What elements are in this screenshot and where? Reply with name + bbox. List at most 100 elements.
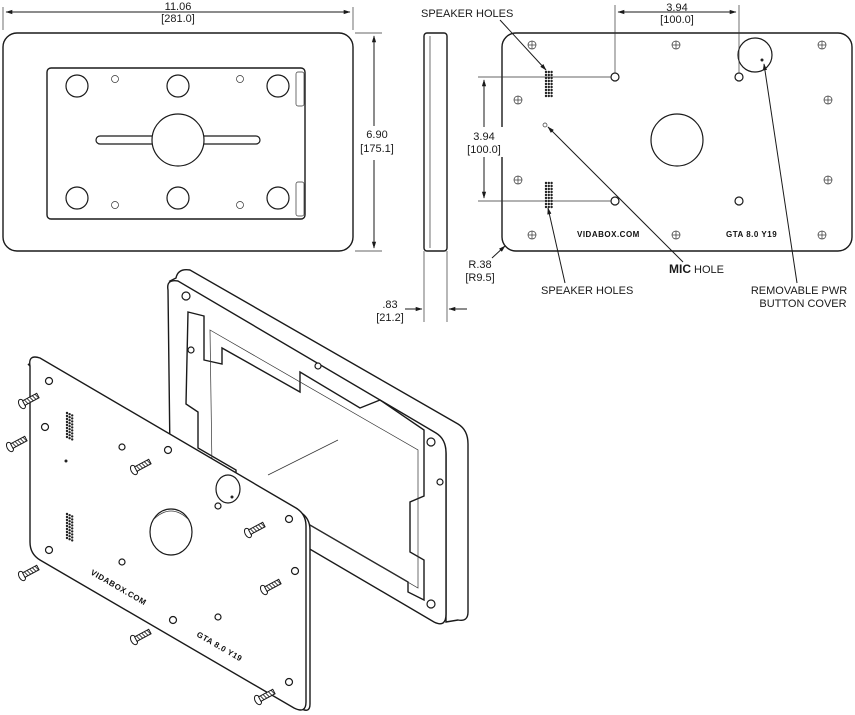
speaker-hole-dot: [71, 414, 74, 417]
speaker-hole-dot: [68, 431, 71, 434]
front-height-mm: [175.1]: [360, 143, 394, 155]
screw-icon: [17, 392, 40, 410]
speaker-hole-dot: [65, 417, 69, 421]
speaker-holes-bottom-leader: [547, 207, 566, 284]
back-brand-text: VIDABOX.COM: [577, 230, 640, 239]
back-speaker-holes-top: [544, 70, 553, 98]
front-hole-bl: [65, 186, 89, 210]
back-vertical-in: 3.94: [473, 131, 494, 143]
back-center-hole: [650, 113, 704, 167]
speaker-hole-dot: [550, 196, 553, 200]
speaker-hole-dot: [544, 76, 548, 80]
front-view: 11.06 [281.0] 6.90 [175.1]: [2, 1, 399, 252]
speaker-hole-dot: [71, 539, 74, 542]
back-radius-in: R.38: [468, 259, 491, 271]
front-hole-tc: [166, 74, 190, 98]
speaker-hole-dot: [68, 413, 71, 416]
back-horizontal-in: 3.94: [666, 2, 687, 14]
speaker-hole-dot: [544, 91, 548, 95]
front-hole-bc: [166, 186, 190, 210]
speaker-hole-dot: [544, 85, 548, 89]
front-hole-br: [266, 186, 290, 210]
speaker-hole-dot: [68, 517, 71, 520]
speaker-hole-dot: [65, 515, 69, 519]
speaker-hole-dot: [550, 202, 553, 206]
speaker-hole-dot: [550, 187, 553, 191]
back-mount-hole: [610, 196, 620, 206]
speaker-hole-dot: [68, 419, 71, 422]
back-mount-hole: [734, 196, 744, 206]
speaker-hole-dot: [65, 536, 69, 540]
speaker-hole-dot: [65, 521, 69, 525]
speaker-hole-dot: [65, 411, 69, 415]
speaker-hole-dot: [68, 434, 71, 437]
speaker-hole-dot: [71, 527, 74, 530]
speaker-hole-dot: [71, 521, 74, 524]
side-depth-in: .83: [382, 299, 397, 311]
back-mount-hole: [610, 72, 620, 82]
speaker-hole-dot: [550, 190, 553, 194]
speaker-hole-dot: [544, 205, 548, 209]
speaker-hole-dot: [68, 526, 71, 529]
speaker-hole-dot: [71, 518, 74, 521]
back-power-cover: [737, 37, 773, 73]
speaker-hole-dot: [65, 423, 69, 427]
speaker-hole-dot: [71, 423, 74, 426]
speaker-hole-dot: [550, 184, 553, 188]
speaker-hole-dot: [550, 76, 553, 80]
speaker-hole-dot: [68, 520, 71, 523]
speaker-hole-dot: [544, 190, 548, 194]
iso-frame: [167, 268, 469, 625]
power-cover-label-line2: BUTTON COVER: [759, 298, 846, 310]
screw-icon: [259, 578, 282, 596]
speaker-hole-dot: [68, 425, 71, 428]
speaker-hole-dot: [550, 70, 553, 74]
back-mic-hole: [542, 122, 548, 128]
speaker-holes-bottom-label: SPEAKER HOLES: [541, 285, 633, 297]
front-center-hole: [151, 113, 205, 167]
speaker-hole-dot: [68, 416, 71, 419]
speaker-hole-dot: [547, 70, 550, 74]
side-depth-mm: [21.2]: [376, 312, 404, 324]
power-cover-leader: [762, 63, 798, 284]
back-screw-icons: [513, 40, 833, 240]
speaker-hole-dot: [544, 202, 548, 206]
speaker-hole-dot: [547, 187, 550, 191]
speaker-hole-dot: [550, 88, 553, 92]
speaker-hole-dot: [71, 438, 74, 441]
screw-icon: [243, 521, 266, 539]
speaker-hole-dot: [544, 196, 548, 200]
speaker-hole-dot: [68, 535, 71, 538]
screw-icon: [129, 628, 152, 646]
speaker-hole-dot: [550, 205, 553, 209]
speaker-hole-dot: [550, 79, 553, 83]
speaker-hole-dot: [547, 73, 550, 77]
speaker-holes-top-label: SPEAKER HOLES: [421, 8, 513, 20]
speaker-hole-dot: [68, 514, 71, 517]
screw-icon: [17, 564, 40, 582]
speaker-hole-dot: [71, 432, 74, 435]
speaker-hole-dot: [65, 432, 69, 436]
speaker-hole-dot: [65, 527, 69, 531]
speaker-hole-dot: [547, 91, 550, 95]
speaker-hole-dot: [65, 429, 69, 433]
speaker-hole-dot: [544, 94, 548, 98]
speaker-hole-dot: [544, 73, 548, 77]
speaker-hole-dot: [544, 82, 548, 86]
speaker-hole-dot: [550, 85, 553, 89]
speaker-hole-dot: [547, 202, 550, 206]
speaker-hole-dot: [550, 82, 553, 86]
iso-speaker-grille-top: [65, 411, 74, 441]
front-speaker-grille-top: [295, 71, 305, 107]
speaker-hole-dot: [550, 193, 553, 197]
speaker-hole-dot: [65, 420, 69, 424]
mic-hole-label: MIC HOLE: [669, 262, 724, 276]
speaker-hole-dot: [68, 532, 71, 535]
screw-icon: [5, 435, 28, 453]
speaker-hole-dot: [65, 530, 69, 534]
speaker-hole-dot: [68, 529, 71, 532]
exploded-view: VIDABOX.COM GTA 8.0 Y19: [5, 268, 469, 711]
front-screw: [236, 201, 244, 209]
speaker-hole-dot: [544, 187, 548, 191]
speaker-hole-dot: [68, 437, 71, 440]
